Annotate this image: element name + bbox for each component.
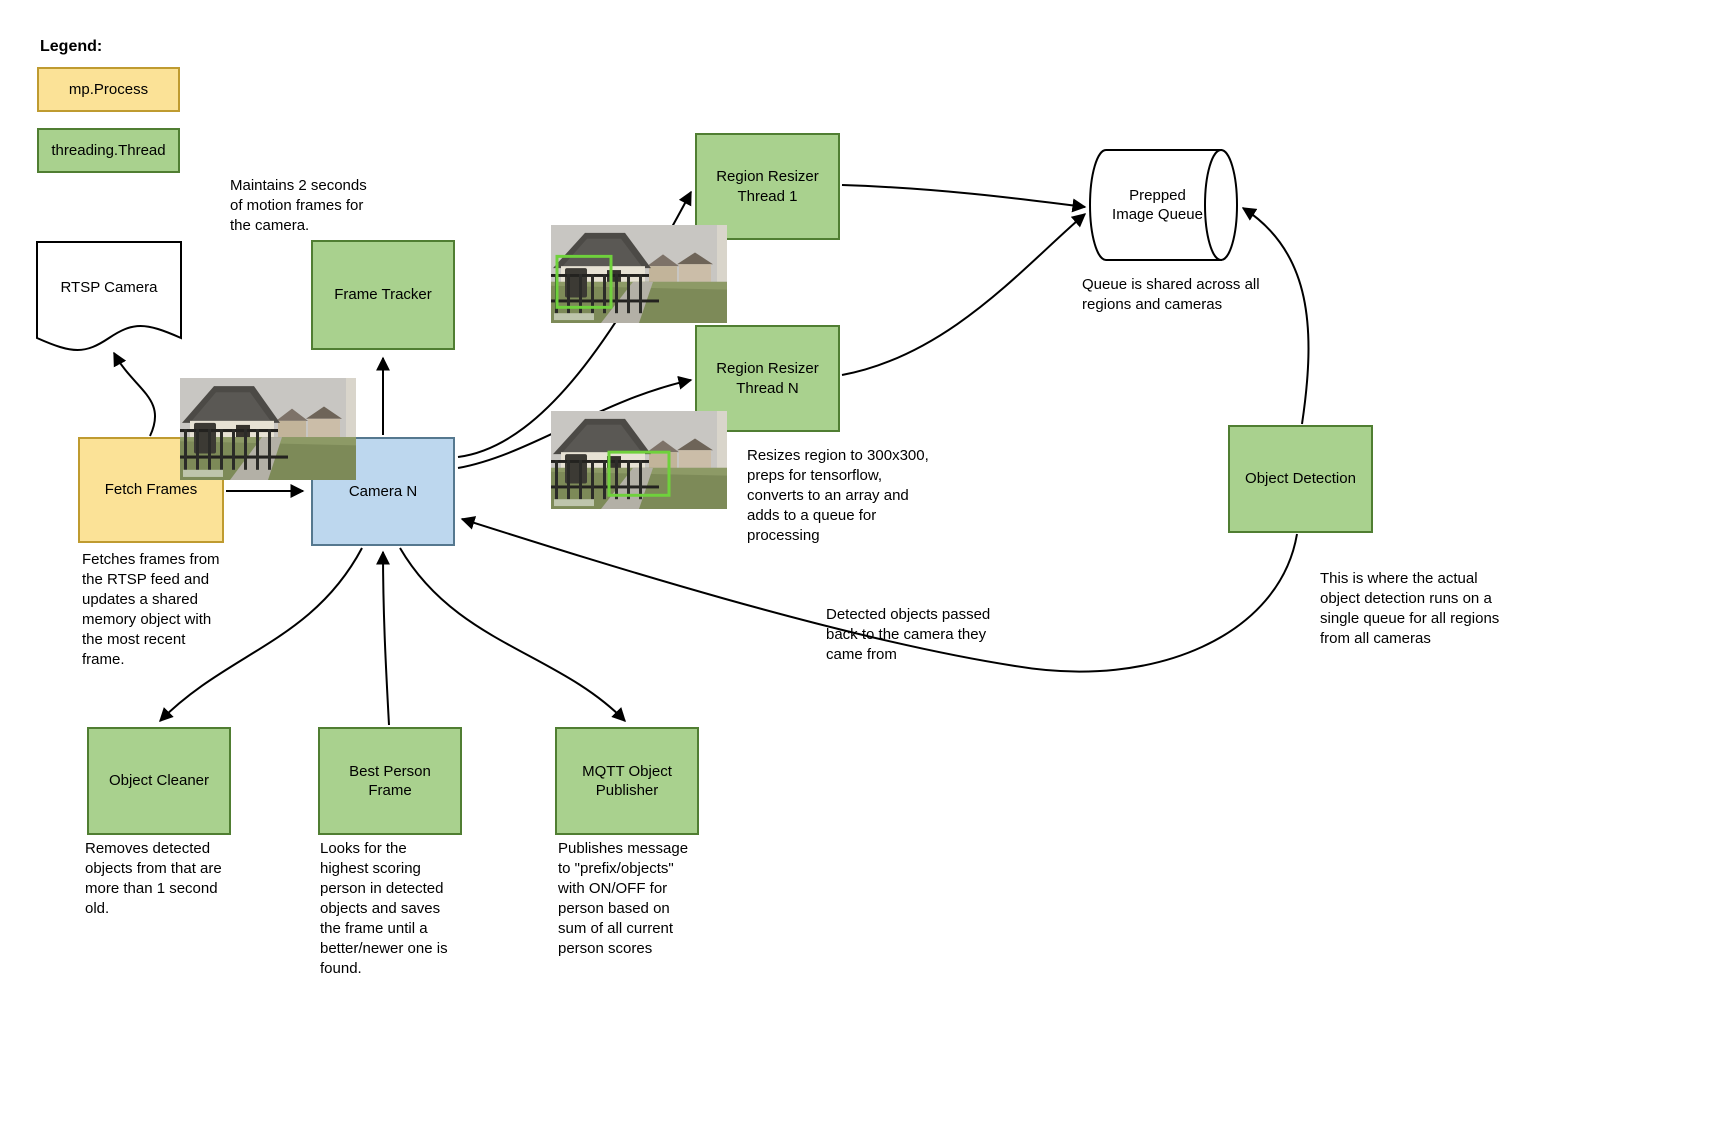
note-region-resizer: Resizes region to 300x300, preps for ten… bbox=[747, 447, 929, 544]
node-prepped-image-queue-label: Prepped Image Queue bbox=[1112, 186, 1203, 224]
node-frame-tracker: Frame Tracker bbox=[311, 240, 455, 350]
node-fetch-frames: Fetch Frames bbox=[78, 437, 224, 543]
note-frame-tracker: Maintains 2 seconds of motion frames for… bbox=[230, 177, 367, 234]
legend-process-label: mp.Process bbox=[68, 80, 149, 98]
legend-thread-label: threading.Thread bbox=[51, 141, 166, 159]
camera-snapshot-1 bbox=[180, 378, 356, 480]
prepped-image-queue-cylinder-face bbox=[1204, 149, 1238, 261]
node-frame-tracker-label: Frame Tracker bbox=[334, 286, 432, 304]
node-best-person-frame-label: Best Person Frame bbox=[349, 762, 431, 800]
camera-snapshot-2 bbox=[551, 225, 727, 323]
legend-title: Legend: bbox=[40, 38, 103, 55]
node-object-cleaner-label: Object Cleaner bbox=[108, 772, 210, 790]
note-object-detection: This is where the actual object detectio… bbox=[1320, 570, 1500, 647]
node-region-resizer-thread-1-label: Region Resizer Thread 1 bbox=[716, 168, 819, 205]
node-object-detection-label: Object Detection bbox=[1245, 470, 1356, 488]
prepped-image-queue-cylinder-body bbox=[1089, 149, 1222, 261]
node-mqtt-object-publisher-label: MQTT Object Publisher bbox=[582, 762, 672, 800]
node-rtsp-camera-label: RTSP Camera bbox=[60, 279, 158, 297]
note-mqtt-object-publisher: Publishes message to "prefix/objects" wi… bbox=[558, 840, 689, 957]
note-prepped-image-queue: Queue is shared across all regions and c… bbox=[1082, 276, 1260, 313]
node-fetch-frames-label: Fetch Frames bbox=[104, 481, 198, 499]
legend-thread-swatch: threading.Thread bbox=[37, 128, 180, 173]
note-fetch-frames: Fetches frames from the RTSP feed and up… bbox=[82, 551, 220, 668]
node-object-detection: Object Detection bbox=[1228, 425, 1373, 533]
note-object-cleaner: Removes detected objects from that are m… bbox=[85, 840, 222, 917]
note-detected-objects: Detected objects passed back to the came… bbox=[826, 606, 991, 663]
node-object-cleaner: Object Cleaner bbox=[87, 727, 231, 835]
note-best-person-frame: Looks for the highest scoring person in … bbox=[320, 840, 448, 977]
legend-process-swatch: mp.Process bbox=[37, 67, 180, 112]
node-mqtt-object-publisher: MQTT Object Publisher bbox=[555, 727, 699, 835]
rtsp-camera-document-shape bbox=[36, 241, 182, 351]
camera-snapshot-3 bbox=[551, 411, 727, 509]
node-region-resizer-thread-1: Region Resizer Thread 1 bbox=[695, 133, 840, 240]
node-camera-n-label: Camera N bbox=[348, 482, 418, 500]
node-region-resizer-thread-n-label: Region Resizer Thread N bbox=[716, 360, 819, 397]
node-best-person-frame: Best Person Frame bbox=[318, 727, 462, 835]
